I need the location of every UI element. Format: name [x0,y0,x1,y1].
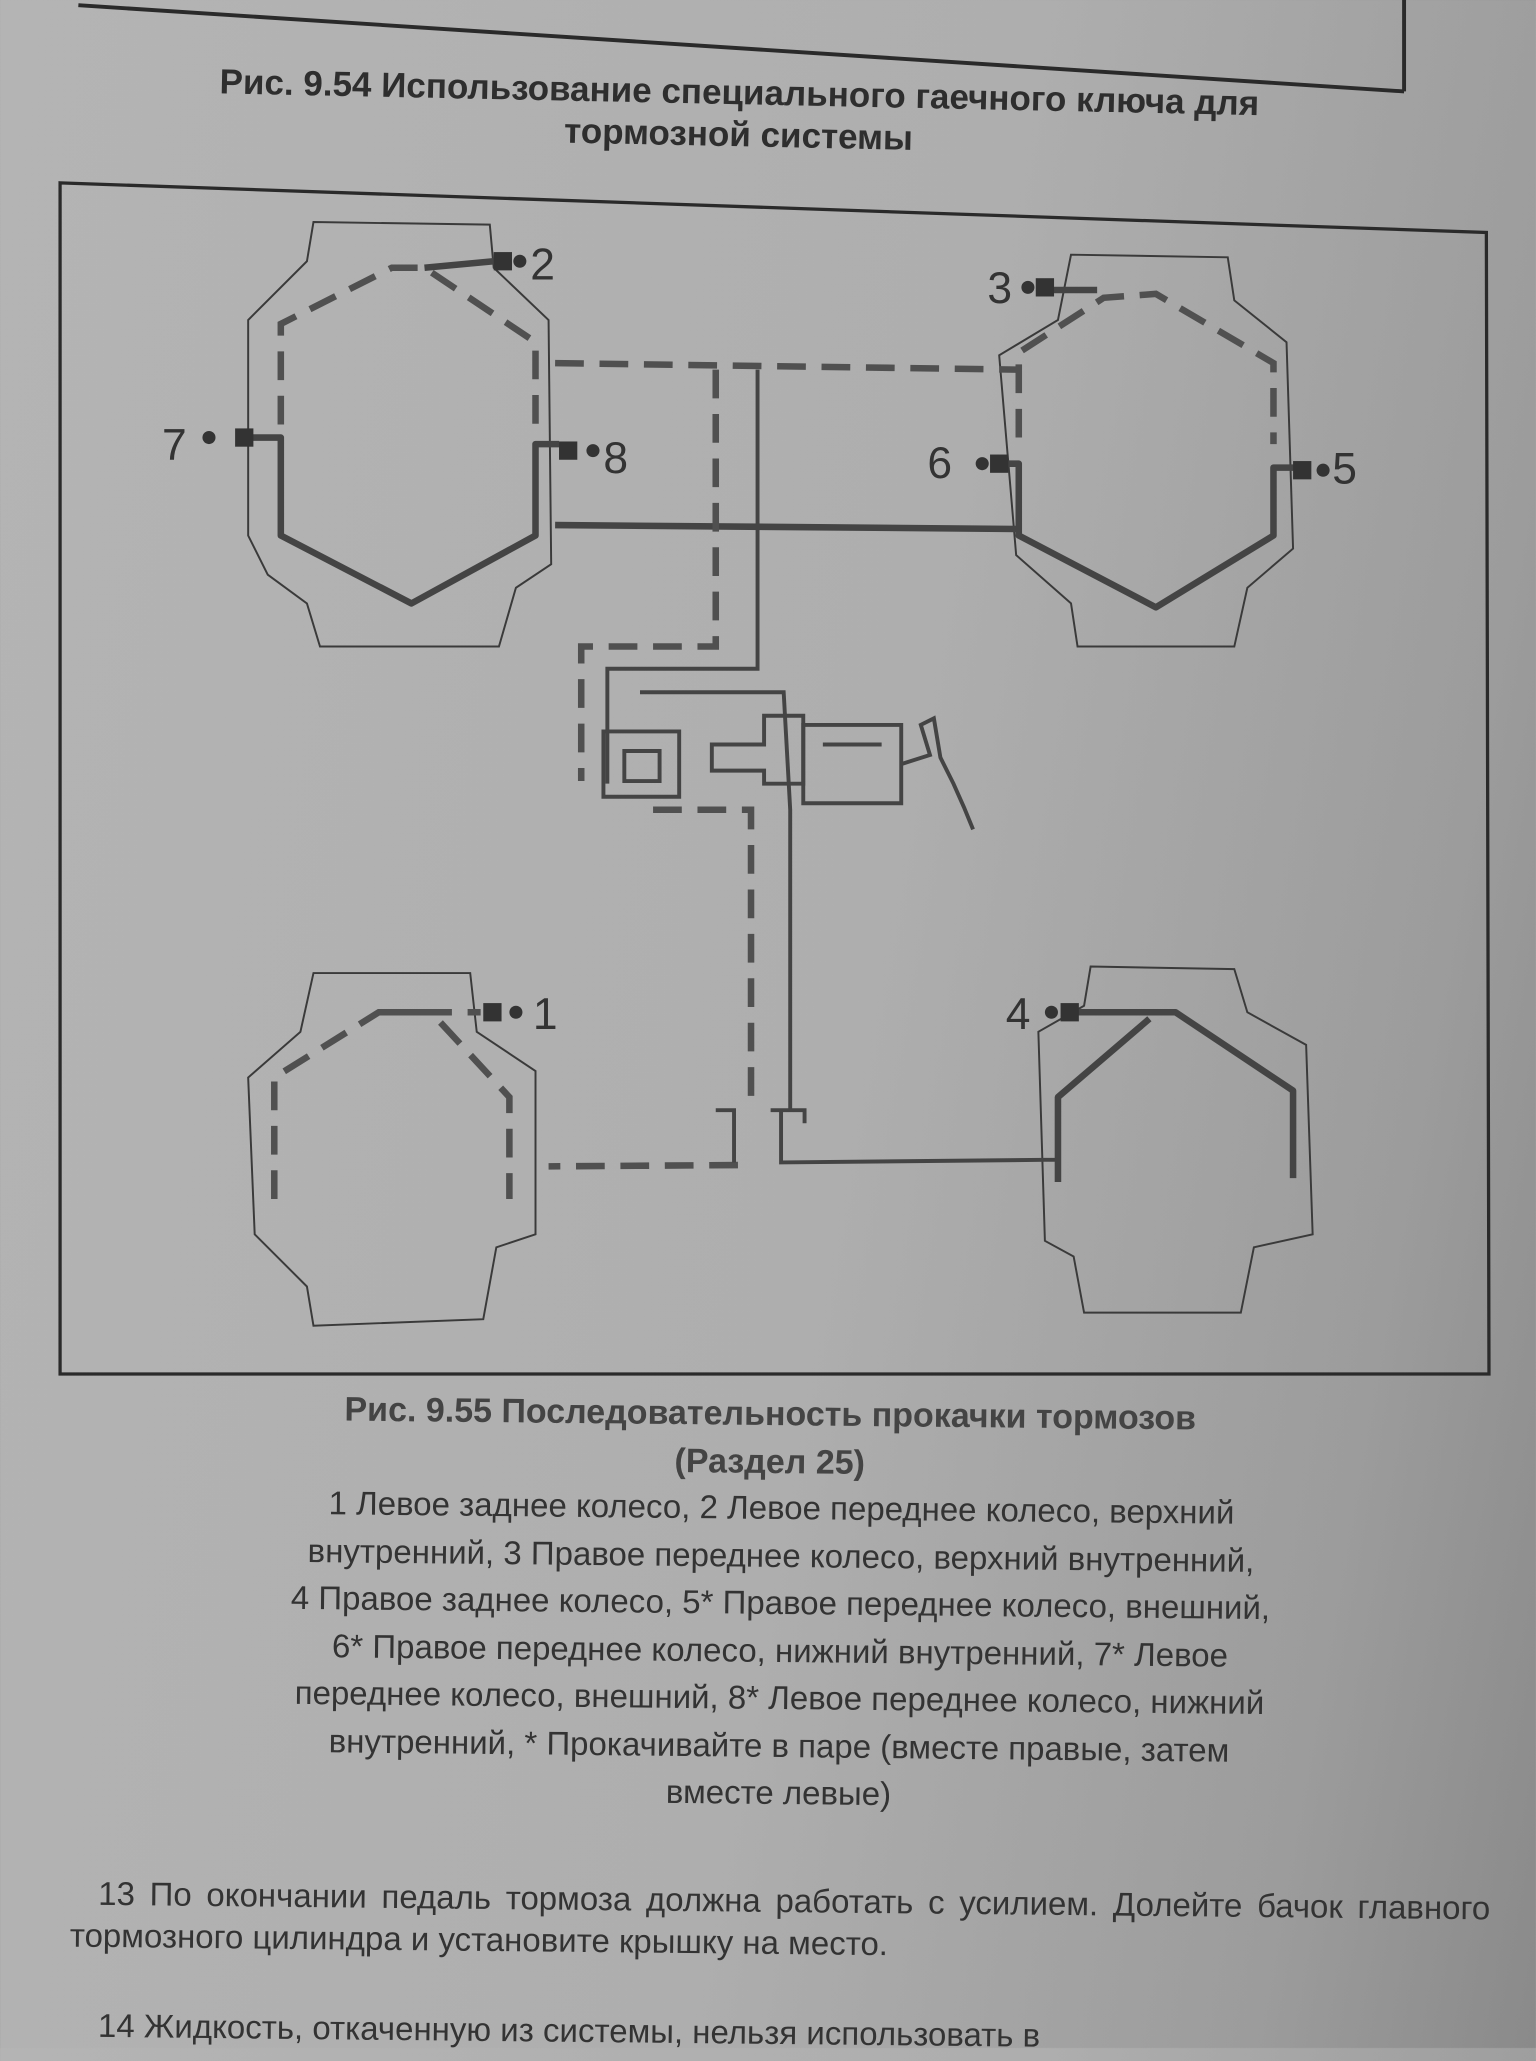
label-1: 1 [533,990,558,1039]
label-8: 8 [603,434,628,483]
master-cylinder-and-pedal [601,713,975,831]
figure-frame [58,181,1491,1376]
front-right-wheel [998,253,1300,648]
label-4: 4 [1006,990,1031,1039]
figure-9-55-caption: Рис. 9.55 Последовательность прокачки то… [120,1383,1421,1493]
label-7: 7 [162,421,187,470]
label-2: 2 [530,241,555,290]
paragraph-13: 13 По окончании педаль тормоза должна ра… [69,1874,1491,1963]
label-6: 6 [927,439,952,488]
figure-legend: 1 Левое заднее колесо, 2 Левое переднее … [58,1476,1501,1824]
rear-left-wheel [247,972,537,1327]
brake-lines [548,359,1058,1170]
bleed-nipples [202,252,1330,1022]
front-left-wheel [241,221,560,648]
rear-right-wheel [1037,965,1314,1314]
label-3: 3 [987,264,1012,313]
diagram-labels: 2 3 7 8 6 5 1 4 [162,241,1357,1040]
label-5: 5 [1332,444,1357,493]
previous-figure-frame [78,0,1407,94]
